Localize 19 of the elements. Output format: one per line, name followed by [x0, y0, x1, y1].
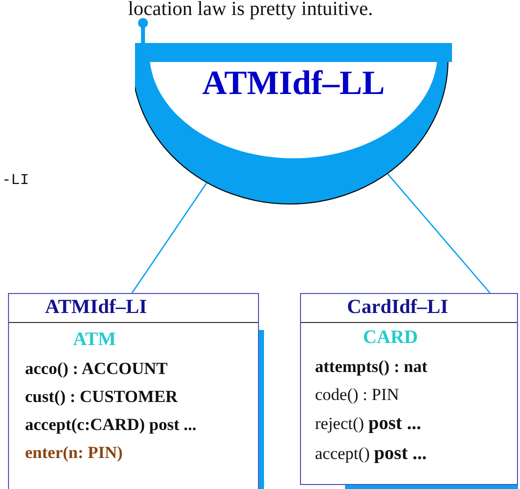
operation-text: attempts() : nat [314, 357, 428, 377]
operation-text: accept(c:CARD) post ... [24, 415, 198, 435]
note-text: location law is pretty intuitive. [128, 0, 373, 21]
class-box [300, 293, 518, 485]
class-name: CARD [362, 326, 419, 349]
bowl-title: ATMIdf–LL [202, 65, 385, 103]
connector-line [131, 182, 208, 294]
connector-line [386, 173, 490, 294]
operation-text: code() : PIN [314, 385, 400, 405]
operation-text: acco() : ACCOUNT [24, 359, 169, 379]
class-title: CardIdf–LI [301, 294, 517, 323]
class-title: ATMIdf–LI [9, 294, 258, 323]
operation-text: enter(n: PIN) [24, 443, 124, 463]
class-box [8, 293, 259, 489]
operation-text: cust() : CUSTOMER [24, 387, 179, 407]
class-name: ATM [72, 328, 117, 351]
operation-text: accept() post ... [314, 443, 428, 465]
side-text: -LI [2, 172, 30, 189]
operation-text: reject() post ... [314, 413, 422, 435]
